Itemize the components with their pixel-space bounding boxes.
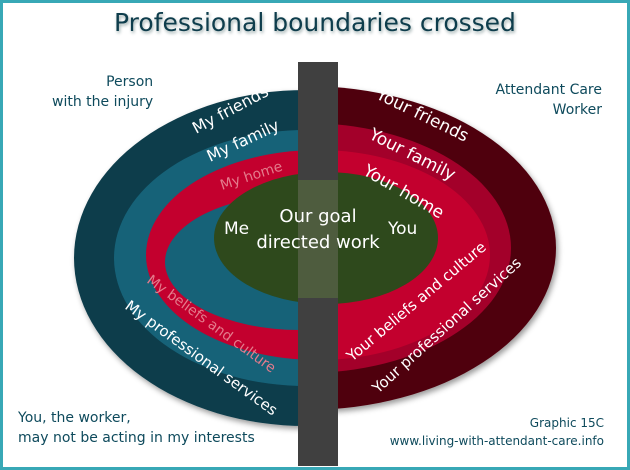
website-link[interactable]: www.living-with-attendant-care.info <box>389 434 604 448</box>
me-label: Me <box>224 219 249 239</box>
worker-label-line: Attendant Care <box>495 82 603 98</box>
worker-warning-line: You, the worker, <box>18 410 131 426</box>
worker-warning-line: may not be acting in my interests <box>18 430 255 446</box>
graphic-id: Graphic 15C <box>529 416 604 430</box>
worker-label-line: Worker <box>552 102 602 118</box>
worker-label: Attendant Care Worker <box>496 80 603 120</box>
person-label: Person with the injury <box>52 72 153 112</box>
graphic-credit: Graphic 15C www.living-with-attendant-ca… <box>390 414 604 450</box>
page-title: Professional boundaries crossed <box>114 8 516 37</box>
you-label: You <box>387 219 417 239</box>
worker-warning: You, the worker, may not be acting in my… <box>18 408 255 448</box>
boundary-pole-core <box>298 180 338 298</box>
goal-label-1: Our goal <box>279 206 356 227</box>
goal-label-2: directed work <box>256 232 380 253</box>
person-label-line: with the injury <box>52 94 154 110</box>
person-label-line: Person <box>106 74 154 90</box>
